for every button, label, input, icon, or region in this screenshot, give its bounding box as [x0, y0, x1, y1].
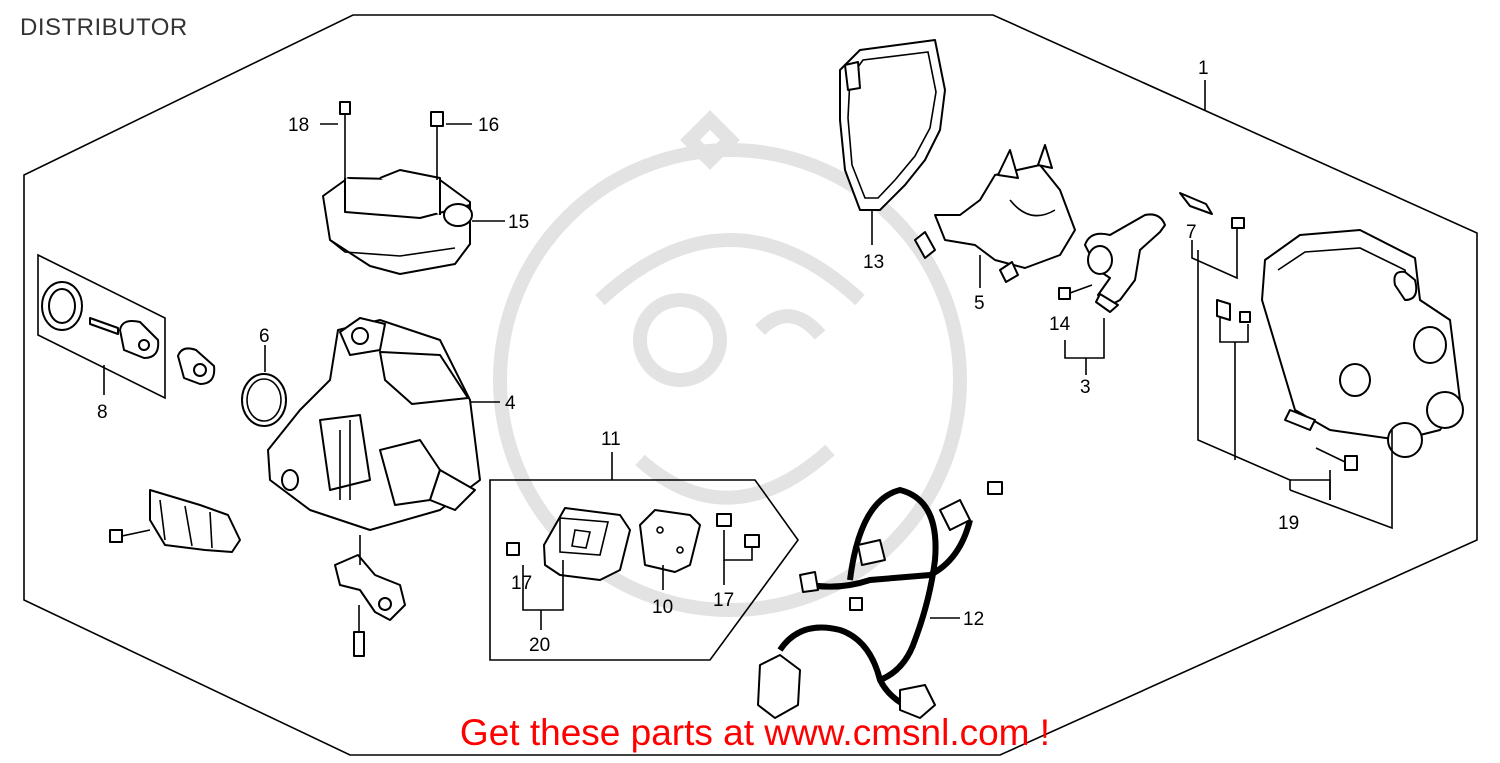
cap-gasket: [839, 39, 946, 211]
page-title: DISTRIBUTOR: [20, 14, 188, 41]
label-13: 13: [863, 252, 884, 273]
label-8: 8: [97, 402, 108, 423]
leader-lines: [103, 80, 1393, 630]
part-labels: 1 18 16 15 13 5 7 14 3 6 4 8 11 17 10 17…: [97, 58, 1299, 656]
igniter-screws: [506, 513, 760, 556]
label-12: 12: [963, 609, 984, 630]
label-6: 6: [259, 326, 270, 347]
distributor-housing: [267, 317, 481, 531]
rotor-screw: [1058, 284, 1093, 300]
mounting-bracket: [109, 489, 241, 553]
label-15: 15: [508, 212, 529, 233]
cmsnl-mascot-watermark: [493, 110, 967, 617]
label-10: 10: [652, 597, 673, 618]
label-5: 5: [974, 293, 985, 314]
igniter-unit: [543, 507, 631, 581]
cap-bolt: [1315, 447, 1358, 471]
igniter-kit-boundary: [489, 479, 799, 661]
label-11: 11: [601, 429, 621, 450]
rotor: [1084, 213, 1166, 313]
promo-banner[interactable]: Get these parts at www.cmsnl.com !: [459, 712, 1051, 753]
cap-pin-screw: [1179, 192, 1251, 323]
screw-16: [430, 111, 444, 180]
label-20: 20: [529, 635, 550, 656]
label-7: 7: [1186, 222, 1197, 243]
label-18: 18: [288, 115, 309, 136]
leak-cover: [914, 144, 1076, 283]
label-19: 19: [1278, 513, 1299, 534]
distributor-cap: [1261, 229, 1464, 458]
label-17-right: 17: [713, 590, 734, 611]
hold-down-clamp: [334, 535, 406, 657]
label-4: 4: [505, 393, 516, 414]
igniter-cover: [639, 509, 701, 573]
label-1: 1: [1198, 58, 1209, 79]
o-ring: [241, 373, 287, 427]
kit-boundary: [23, 14, 1478, 756]
bolt-18: [339, 101, 351, 210]
ignition-coil: [322, 169, 473, 275]
label-16: 16: [478, 115, 499, 136]
wire-harness: [757, 481, 1003, 719]
label-3: 3: [1080, 377, 1091, 398]
label-14: 14: [1049, 314, 1071, 335]
seal-coupling-set: [37, 253, 216, 400]
label-17-left: 17: [511, 573, 532, 594]
